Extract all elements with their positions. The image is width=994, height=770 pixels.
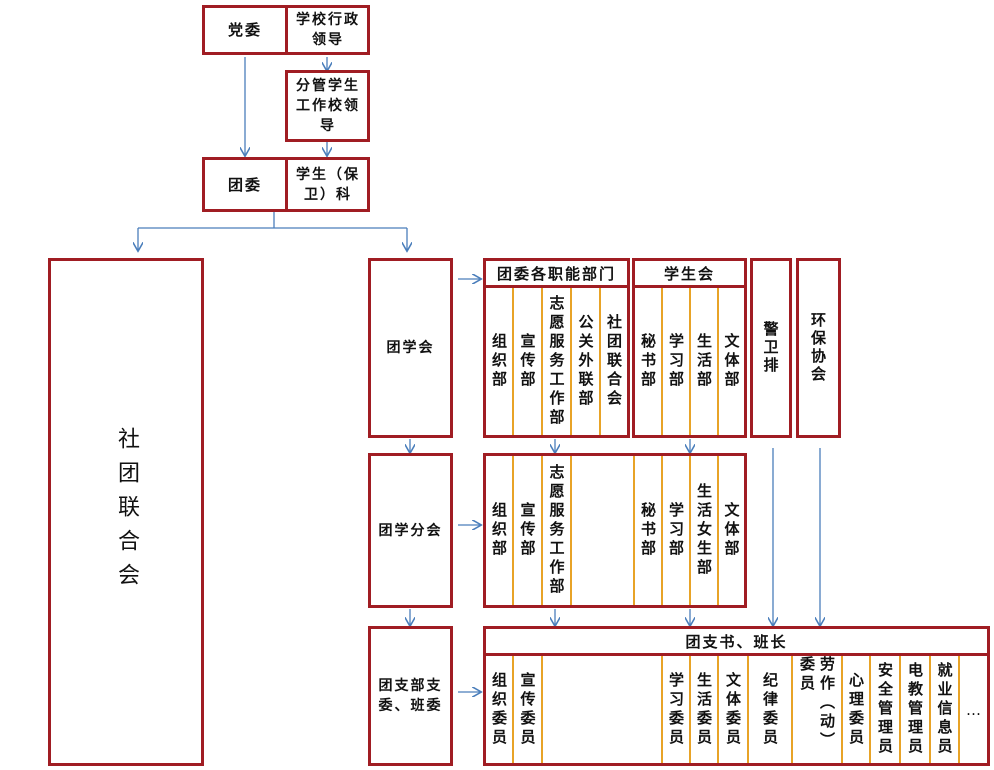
su-life: 生活部 [695, 333, 713, 390]
level2-label: 团学分会 [378, 522, 443, 539]
level3-label: 团支部支委、班委 [378, 678, 443, 714]
env-box: 环保协会 [796, 258, 841, 438]
row3-safety-admin: 安全管理员 [876, 662, 894, 757]
row3-header: 团支书、班长 [486, 629, 987, 656]
row3-discipline-member: 纪律委员 [761, 671, 779, 748]
dept-public-relations: 公关外联部 [576, 314, 595, 409]
row3-sports-member: 文体委员 [724, 671, 742, 748]
guard-box: 警卫排 [750, 258, 792, 438]
tuanwei-label: 团委 [227, 175, 262, 194]
student-section-label: 学生（保卫）科 [296, 166, 360, 203]
student-leader-box: 分管学生工作校领导 [285, 70, 370, 142]
level1-label: 团学会 [386, 340, 435, 356]
row3-life-member: 生活委员 [695, 671, 713, 748]
level1-box: 团学会 [368, 258, 453, 438]
school-admin-label: 学校行政领导 [296, 12, 360, 48]
dept-organization: 组织部 [490, 333, 508, 390]
row3-employment-info: 就业信息员 [935, 662, 954, 757]
tuanwei-box: 团委 学生（保卫）科 [202, 157, 370, 212]
dangwei-box: 党委 学校行政领导 [202, 5, 370, 55]
row2-publicity: 宣传部 [518, 502, 537, 559]
row2-life-female: 生活女生部 [695, 483, 713, 578]
club-union-box: 社团联合会 [48, 258, 204, 766]
su-study: 学习部 [667, 333, 685, 390]
dangwei-label: 党委 [227, 21, 262, 39]
dept-club-union: 社团联合会 [605, 314, 623, 409]
dept-publicity: 宣传部 [518, 333, 537, 390]
su-secretary: 秘书部 [639, 333, 657, 390]
student-leader-label: 分管学生工作校领导 [296, 78, 360, 134]
row2-study: 学习部 [667, 502, 685, 559]
row2-secretary: 秘书部 [639, 502, 657, 559]
row2-organization: 组织部 [490, 502, 508, 559]
depts-header: 团委各职能部门 [486, 261, 627, 288]
row3-pub-member: 宣传委员 [518, 671, 537, 748]
student-union-header: 学生会 [635, 261, 744, 288]
row3-ellipsis: … [966, 700, 981, 719]
student-union-box: 学生会 秘书部 学习部 生活部 文体部 [632, 258, 747, 438]
guard-label: 警卫排 [761, 321, 780, 375]
row3-box: 团支书、班长 组织委员 宣传委员 学习委员 生活委员 文体委员 纪律委员 劳作（… [483, 626, 990, 766]
row3-org-member: 组织委员 [490, 671, 508, 748]
row3-labor-member: 劳作（动）委员 [798, 656, 836, 751]
row3-av-admin: 电教管理员 [906, 662, 924, 757]
level3-box: 团支部支委、班委 [368, 626, 453, 766]
level2-box: 团学分会 [368, 453, 453, 608]
env-label: 环保协会 [809, 312, 827, 384]
depts-box: 团委各职能部门 组织部 宣传部 志愿服务工作部 公关外联部 社团联合会 [483, 258, 630, 438]
su-sports: 文体部 [722, 333, 741, 390]
row3-study-member: 学习委员 [667, 671, 685, 748]
dept-volunteer: 志愿服务工作部 [547, 295, 566, 428]
row3-psych-member: 心理委员 [847, 671, 865, 748]
row2-volunteer: 志愿服务工作部 [547, 464, 566, 597]
row2-sports: 文体部 [722, 502, 741, 559]
row2-box: 组织部 宣传部 志愿服务工作部 秘书部 学习部 生活女生部 文体部 [483, 453, 747, 608]
club-union-label: 社团联合会 [114, 427, 139, 597]
